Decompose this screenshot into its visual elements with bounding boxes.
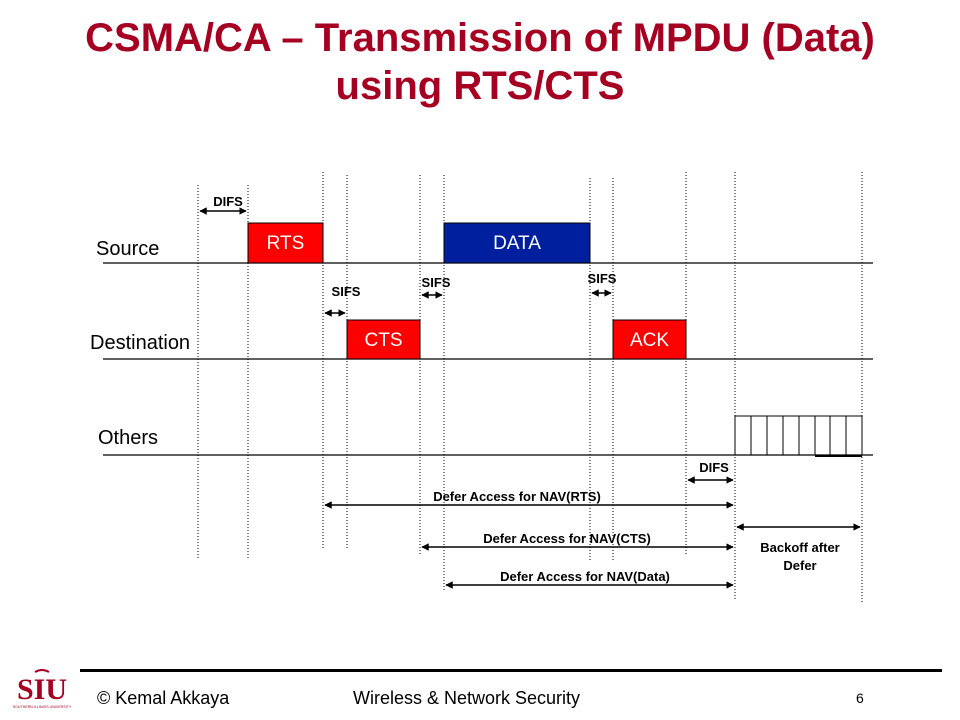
ack-frame-label: ACK xyxy=(630,330,669,351)
footer-course: Wireless & Network Security xyxy=(353,688,581,708)
slide-title-line-2: using RTS/CTS xyxy=(335,64,625,108)
cts-frame-label: CTS xyxy=(365,330,403,351)
backoff-slot xyxy=(814,415,831,456)
backoff-slot xyxy=(782,415,800,456)
sifs-label-2: SIFS xyxy=(422,275,451,290)
footer-author: © Kemal Akkaya xyxy=(97,688,230,708)
sifs-interval-3: SIFS xyxy=(588,271,617,297)
defer-nav-cts-label: Defer Access for NAV(CTS) xyxy=(483,531,651,546)
defer-nav-data: Defer Access for NAV(Data) xyxy=(445,569,734,589)
slide-title: CSMA/CA – Transmission of MPDU (Data) us… xyxy=(0,14,960,110)
siu-logo-subtext: SOUTHERN ILLINOIS UNIVERSITY xyxy=(13,705,72,709)
backoff-slot xyxy=(829,415,847,456)
rts-frame-label: RTS xyxy=(267,233,305,254)
sifs-label-1: SIFS xyxy=(332,284,361,299)
defer-nav-rts-label: Defer Access for NAV(RTS) xyxy=(433,489,601,504)
backoff-slot xyxy=(845,415,863,456)
backoff-slot xyxy=(798,415,816,456)
backoff-after-defer: Backoff after Defer xyxy=(736,523,861,573)
backoff-slot xyxy=(734,415,752,456)
row-label-others: Others xyxy=(98,427,158,449)
slide-title-line-1: CSMA/CA – Transmission of MPDU (Data) xyxy=(85,16,875,60)
defer-nav-rts: Defer Access for NAV(RTS) xyxy=(324,489,734,509)
sifs-interval-1: SIFS xyxy=(324,284,361,317)
cts-frame: CTS xyxy=(346,319,421,360)
data-frame-label: DATA xyxy=(493,233,541,254)
difs-top-interval: DIFS xyxy=(199,194,247,215)
data-frame: DATA xyxy=(443,222,591,264)
ack-frame: ACK xyxy=(612,319,687,360)
backoff-label-line-1: Backoff after xyxy=(760,540,839,555)
rts-frame: RTS xyxy=(247,222,324,264)
siu-logo-text: SIU xyxy=(17,673,67,706)
defer-nav-data-label: Defer Access for NAV(Data) xyxy=(500,569,670,584)
difs-bottom-interval: DIFS xyxy=(687,460,734,484)
page-number: 6 xyxy=(856,690,864,706)
row-label-destination: Destination xyxy=(90,332,190,354)
backoff-slot xyxy=(766,415,784,456)
sifs-interval-2: SIFS xyxy=(421,275,451,299)
backoff-label-line-2: Defer xyxy=(783,558,816,573)
sifs-label-3: SIFS xyxy=(588,271,617,286)
siu-logo: SIU SOUTHERN ILLINOIS UNIVERSITY xyxy=(6,666,78,716)
difs-bottom-label: DIFS xyxy=(699,460,729,475)
footer-divider xyxy=(80,669,942,672)
csma-ca-timing-diagram: Source Destination Others RTS DATA CTS A… xyxy=(90,172,873,602)
row-label-source: Source xyxy=(96,238,159,260)
difs-top-label: DIFS xyxy=(213,194,243,209)
backoff-slot xyxy=(750,415,768,456)
defer-nav-cts: Defer Access for NAV(CTS) xyxy=(421,531,734,551)
backoff-slots xyxy=(734,415,863,457)
